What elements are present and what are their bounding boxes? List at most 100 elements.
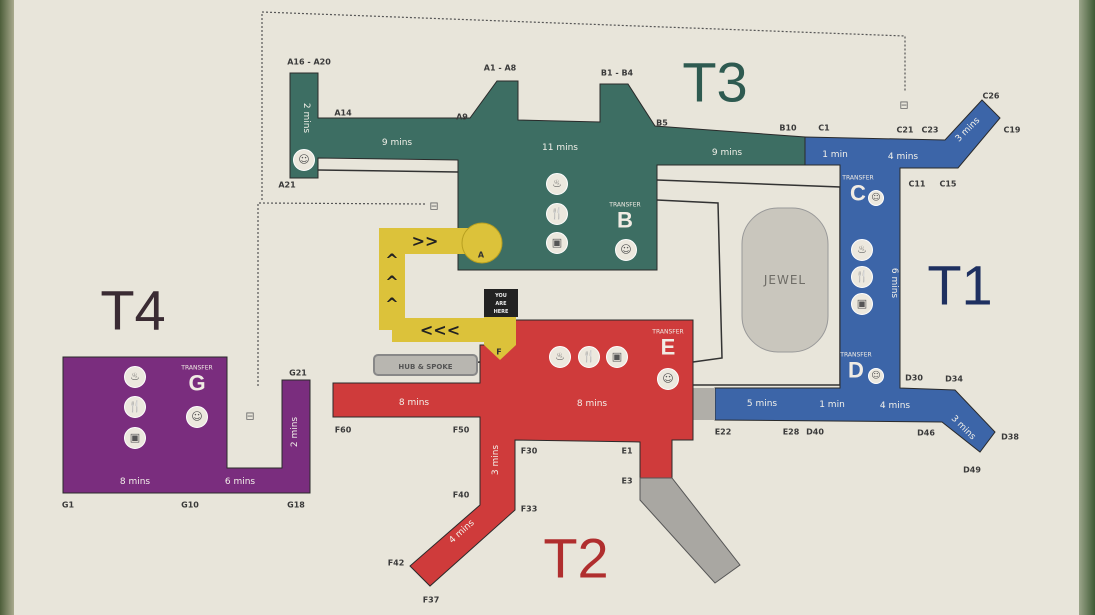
route-path bbox=[379, 222, 516, 360]
gate-label: A14 bbox=[334, 108, 352, 118]
skytrain-lines bbox=[257, 11, 906, 388]
gate-label: G18 bbox=[287, 500, 305, 510]
gate-label: F50 bbox=[452, 425, 470, 435]
gate-label: A16 - A20 bbox=[287, 57, 331, 67]
terminal-label-t2: T2 bbox=[543, 526, 609, 590]
shopping-icon[interactable]: ▣ bbox=[124, 427, 146, 449]
you-are-here-text: HERE bbox=[493, 309, 509, 315]
terminal-2-gray-pier bbox=[639, 477, 741, 584]
photo-edge-left bbox=[0, 0, 14, 615]
gate-label: C26 bbox=[982, 91, 1000, 101]
massage-chair-icon[interactable]: ♨ bbox=[546, 173, 568, 195]
shopping-icon[interactable]: ▣ bbox=[606, 346, 628, 368]
gate-label: C15 bbox=[939, 179, 957, 189]
shopping-icon[interactable]: ▣ bbox=[546, 232, 568, 254]
walk-time: 4 mins bbox=[887, 152, 919, 162]
walk-time: 8 mins bbox=[119, 477, 151, 487]
information-counter-icon[interactable]: ☺ bbox=[186, 406, 208, 428]
gate-label: B10 bbox=[779, 123, 797, 133]
gate-label: A1 - A8 bbox=[483, 63, 517, 73]
information-counter-icon[interactable]: ☺ bbox=[657, 368, 679, 390]
hub-and-spoke-label[interactable]: HUB & SPOKE bbox=[373, 354, 478, 376]
gate-label: E3 bbox=[621, 476, 633, 486]
gate-label: B1 - B4 bbox=[600, 68, 634, 78]
transfer-label: TRANSFER bbox=[840, 351, 872, 359]
walk-time: 6 mins bbox=[224, 477, 256, 487]
transfer-letter: G bbox=[188, 370, 206, 396]
gate-label: C11 bbox=[908, 179, 926, 189]
jewel-label: JEWEL bbox=[763, 273, 807, 287]
transfer-label: TRANSFER bbox=[181, 364, 213, 372]
gate-label: G21 bbox=[289, 368, 307, 378]
gate-label: F33 bbox=[520, 504, 538, 514]
gate-label: F40 bbox=[452, 490, 470, 500]
terminal-4-area[interactable] bbox=[62, 356, 311, 494]
gate-label: E28 bbox=[782, 427, 800, 437]
shopping-icon[interactable]: ▣ bbox=[851, 293, 873, 315]
route-arrow-icon: ^ bbox=[385, 272, 399, 292]
shuttle-icon: ⊟ bbox=[429, 199, 439, 213]
dining-icon[interactable]: 🍴 bbox=[124, 396, 146, 418]
gate-label: D40 bbox=[806, 427, 824, 437]
route-arrow-icon: ^ bbox=[385, 294, 399, 314]
walk-time: 5 mins bbox=[746, 399, 778, 409]
route-end-label: A bbox=[477, 250, 485, 260]
walk-time: 8 mins bbox=[398, 398, 430, 408]
walk-time: 3 mins bbox=[491, 444, 501, 476]
gate-label: C23 bbox=[921, 125, 939, 135]
transfer-letter: B bbox=[617, 207, 633, 233]
gate-label: D30 bbox=[905, 373, 923, 383]
walk-time: 8 mins bbox=[576, 399, 608, 409]
shuttle-icon: ⊟ bbox=[245, 409, 255, 423]
gate-label: E1 bbox=[621, 446, 633, 456]
gate-label: A21 bbox=[278, 180, 296, 190]
route-arrow-icon: >> bbox=[411, 231, 439, 251]
gate-label: D34 bbox=[945, 374, 963, 384]
information-counter-icon[interactable]: ☺ bbox=[868, 368, 884, 384]
massage-chair-icon[interactable]: ♨ bbox=[549, 346, 571, 368]
route-arrow-icon: <<< bbox=[419, 320, 461, 340]
information-counter-icon[interactable]: ☺ bbox=[868, 190, 884, 206]
transfer-letter: D bbox=[848, 357, 864, 383]
gate-label: C1 bbox=[818, 123, 830, 133]
gate-label: D46 bbox=[917, 428, 935, 438]
link-bridge bbox=[693, 388, 715, 420]
walk-time: 9 mins bbox=[381, 138, 413, 148]
massage-chair-icon[interactable]: ♨ bbox=[851, 239, 873, 261]
gate-label: D38 bbox=[1001, 432, 1019, 442]
walk-time: 1 min bbox=[819, 400, 845, 410]
dining-icon[interactable]: 🍴 bbox=[546, 203, 568, 225]
dining-icon[interactable]: 🍴 bbox=[851, 266, 873, 288]
you-are-here-text: YOU bbox=[495, 293, 507, 299]
transfer-label: TRANSFER bbox=[652, 328, 684, 336]
gate-label: B5 bbox=[656, 118, 668, 128]
information-counter-icon[interactable]: ☺ bbox=[293, 149, 315, 171]
you-are-here-text: ARE bbox=[495, 301, 507, 307]
photo-edge-right bbox=[1079, 0, 1095, 615]
gate-label: G1 bbox=[61, 500, 75, 510]
gate-label: C19 bbox=[1003, 125, 1021, 135]
walk-time: 1 min bbox=[822, 150, 848, 160]
route-arrow-icon: ^ bbox=[385, 250, 399, 270]
gate-label: F42 bbox=[387, 558, 405, 568]
gate-label: D49 bbox=[963, 465, 981, 475]
transfer-label: TRANSFER bbox=[609, 201, 641, 209]
gate-label: C21 bbox=[896, 125, 914, 135]
terminal-label-t4: T4 bbox=[100, 278, 166, 342]
walk-time: 6 mins bbox=[889, 267, 899, 299]
transfer-letter: E bbox=[660, 334, 676, 360]
jewel-building[interactable] bbox=[741, 207, 829, 353]
information-counter-icon[interactable]: ☺ bbox=[615, 239, 637, 261]
route-start-label: F bbox=[496, 347, 502, 357]
gate-label: G10 bbox=[181, 500, 199, 510]
terminal-2-area[interactable] bbox=[332, 319, 694, 587]
dining-icon[interactable]: 🍴 bbox=[578, 346, 600, 368]
massage-chair-icon[interactable]: ♨ bbox=[124, 366, 146, 388]
terminal-3-area[interactable] bbox=[289, 72, 806, 271]
transfer-label: TRANSFER bbox=[842, 174, 874, 182]
